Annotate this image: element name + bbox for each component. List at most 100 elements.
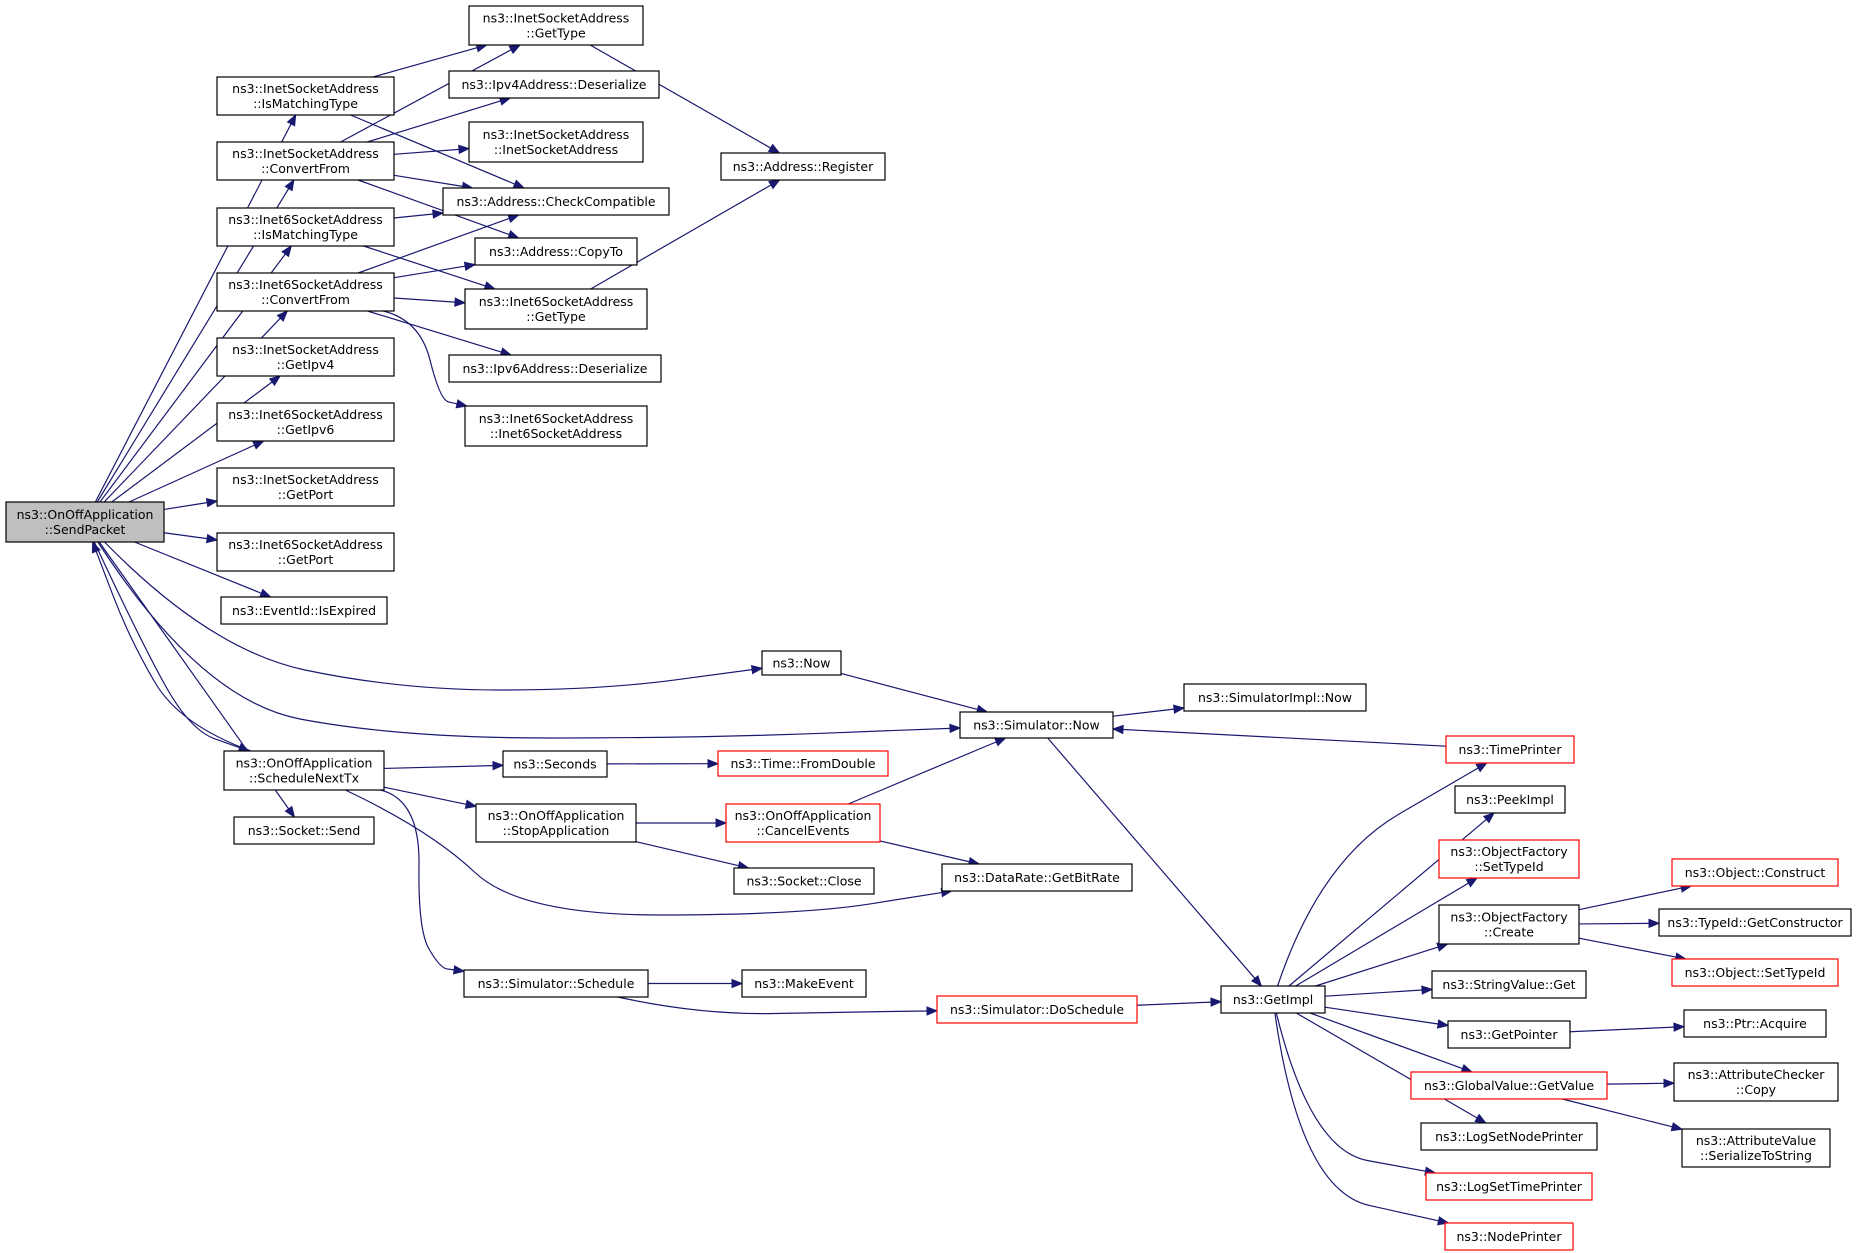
node-label: ns3::OnOffApplication [735,808,872,823]
node-inet_getipv4[interactable]: ns3::InetSocketAddress::GetIpv4 [216,337,395,377]
node-box [220,596,388,625]
arrowhead-ns3_seconds-to-time_fromdouble [707,758,720,769]
node-label: ns3::InetSocketAddress [232,146,379,161]
node-label: ::CancelEvents [756,823,849,838]
node-label: ::Inet6SocketAddress [490,426,622,441]
node-addr_copyto[interactable]: ns3::Address::CopyTo [474,237,638,266]
node-sim_now[interactable]: ns3::Simulator::Now [959,711,1114,739]
edge-sendpacket-to-inet_getipv4 [111,381,273,503]
node-socket_close[interactable]: ns3::Socket::Close [733,867,875,895]
node-timeprinter[interactable]: ns3::TimePrinter [1445,735,1575,764]
edge-sendpacket-to-ns3_now [104,541,753,691]
node-label: ns3::Object::SetTypeId [1685,965,1826,980]
node-label: ns3::Ptr::Acquire [1703,1016,1807,1031]
node-label: ns3::GlobalValue::GetValue [1424,1078,1594,1093]
edge-getimpl-to-stringvalue_get [1324,989,1423,997]
node-inet6_getipv6[interactable]: ns3::Inet6SocketAddress::GetIpv6 [216,402,395,442]
node-box [216,272,395,312]
node-datarate_getbitrate[interactable]: ns3::DataRate::GetBitRate [941,863,1133,892]
node-box [720,152,886,181]
node-label: ns3::InetSocketAddress [232,81,379,96]
node-attrvalue_ser[interactable]: ns3::AttributeValue::SerializeToString [1681,1128,1831,1168]
node-box [733,867,875,895]
node-sim_doschedule[interactable]: ns3::Simulator::DoSchedule [936,995,1138,1024]
node-box [1438,904,1580,945]
node-ipv6_deser[interactable]: ns3::Ipv6Address::Deserialize [448,354,662,383]
node-inet6_getport[interactable]: ns3::Inet6SocketAddress::GetPort [216,532,395,572]
arrowhead-sendpacket-to-sim_now [949,723,962,734]
node-box [5,501,165,543]
node-inet_convert[interactable]: ns3::InetSocketAddress::ConvertFrom [216,141,395,181]
node-label: ns3::GetImpl [1233,992,1313,1007]
edge-sendpacket-to-sim_now [97,541,951,739]
arrowhead-getimpl-to-timeprinter [1475,762,1488,773]
node-makeevent[interactable]: ns3::MakeEvent [741,969,867,998]
node-box [216,402,395,442]
arrowhead-inet6_convert-to-addr_copyto [463,261,477,271]
node-label: ::Create [1484,925,1534,940]
node-label: ns3::InetSocketAddress [483,127,630,142]
edge-inet_ismatch-to-addr_checkcompat [350,114,515,185]
node-obj_settypeid[interactable]: ns3::Object::SetTypeId [1671,958,1839,987]
node-box [216,532,395,572]
node-eventid_isexpired[interactable]: ns3::EventId::IsExpired [220,596,388,625]
edge-inet_convert-to-addr_checkcompat [393,174,463,187]
node-box [1425,1172,1593,1201]
node-addr_register[interactable]: ns3::Address::Register [720,152,886,181]
node-stringvalue_get[interactable]: ns3::StringValue::Get [1431,970,1587,999]
arrowhead-sendpacket-to-inet_convert [284,178,295,192]
node-label: ns3::InetSocketAddress [232,342,379,357]
node-inet6_gettype[interactable]: ns3::Inet6SocketAddress::GetType [464,288,648,330]
node-label: ::GetIpv4 [277,357,335,372]
node-label: ns3::Now [772,656,830,671]
node-of_create[interactable]: ns3::ObjectFactory::Create [1438,904,1580,945]
node-label: ns3::LogSetTimePrinter [1436,1179,1583,1194]
node-inet6_ismatch[interactable]: ns3::Inet6SocketAddress::IsMatchingType [216,207,395,247]
node-addr_checkcompat[interactable]: ns3::Address::CheckCompatible [442,187,670,216]
arrowhead-schedulenexttx-to-sendpacket [91,540,101,554]
edge-getimpl-to-gv_getvalue [1309,1012,1463,1070]
node-gv_getvalue[interactable]: ns3::GlobalValue::GetValue [1410,1071,1608,1100]
node-attrchecker_copy[interactable]: ns3::AttributeChecker::Copy [1673,1062,1839,1102]
node-logsetnodeprinter[interactable]: ns3::LogSetNodePrinter [1420,1122,1598,1151]
arrowhead-stopapp-to-cancelevents [715,818,728,828]
node-cancelevents[interactable]: ns3::OnOffApplication::CancelEvents [725,803,881,843]
node-getpointer[interactable]: ns3::GetPointer [1447,1020,1571,1049]
arrowhead-inet_ismatch-to-addr_checkcompat [512,179,526,189]
node-stopapp[interactable]: ns3::OnOffApplication::StopApplication [475,803,637,843]
arrowhead-sim_now-to-simimpl_now [1173,704,1186,714]
edge-sendpacket-to-inet_ismatch [94,123,292,503]
node-inet6_ctor[interactable]: ns3::Inet6SocketAddress::Inet6SocketAddr… [464,405,648,447]
edge-getimpl-to-logsetnodeprinter [1295,1012,1478,1119]
node-ipv4_deser[interactable]: ns3::Ipv4Address::Deserialize [448,70,660,99]
node-schedulenexttx[interactable]: ns3::OnOffApplication::ScheduleNextTx [223,750,385,791]
arrowhead-inet_convert-to-inet_ctor [458,144,471,155]
arrowhead-timeprinter-to-sim_now [1111,724,1124,735]
node-nodeprinter[interactable]: ns3::NodePrinter [1444,1222,1574,1251]
node-obj_construct[interactable]: ns3::Object::Construct [1671,858,1839,887]
node-simimpl_now[interactable]: ns3::SimulatorImpl::Now [1183,683,1367,712]
node-inet_ctor[interactable]: ns3::InetSocketAddress::InetSocketAddres… [468,121,644,163]
node-socket_send[interactable]: ns3::Socket::Send [233,816,375,845]
node-ptr_acquire[interactable]: ns3::Ptr::Acquire [1683,1009,1827,1038]
node-sim_schedule[interactable]: ns3::Simulator::Schedule [463,969,649,998]
node-inet_gettype[interactable]: ns3::InetSocketAddress::GetType [468,5,644,46]
node-box [1454,785,1566,814]
node-inet_getport[interactable]: ns3::InetSocketAddress::GetPort [216,467,395,507]
node-logsettimeprinter[interactable]: ns3::LogSetTimePrinter [1425,1172,1593,1201]
node-ns3_seconds[interactable]: ns3::Seconds [502,750,608,778]
node-box [448,70,660,99]
node-box [1420,1122,1598,1151]
node-label: ns3::OnOffApplication [236,756,373,771]
node-ns3_now[interactable]: ns3::Now [761,650,842,676]
node-peekimpl[interactable]: ns3::PeekImpl [1454,785,1566,814]
node-inet_ismatch[interactable]: ns3::InetSocketAddress::IsMatchingType [216,76,395,116]
node-label: ns3::AttributeValue [1696,1133,1817,1148]
node-label: ::InetSocketAddress [494,142,618,157]
node-typeid_getctor[interactable]: ns3::TypeId::GetConstructor [1658,908,1852,937]
node-box [216,467,395,507]
node-of_settypeid[interactable]: ns3::ObjectFactory::SetTypeId [1438,839,1580,879]
node-time_fromdouble[interactable]: ns3::Time::FromDouble [717,750,889,777]
node-getimpl[interactable]: ns3::GetImpl [1220,985,1326,1014]
node-inet6_convert[interactable]: ns3::Inet6SocketAddress::ConvertFrom [216,272,395,312]
